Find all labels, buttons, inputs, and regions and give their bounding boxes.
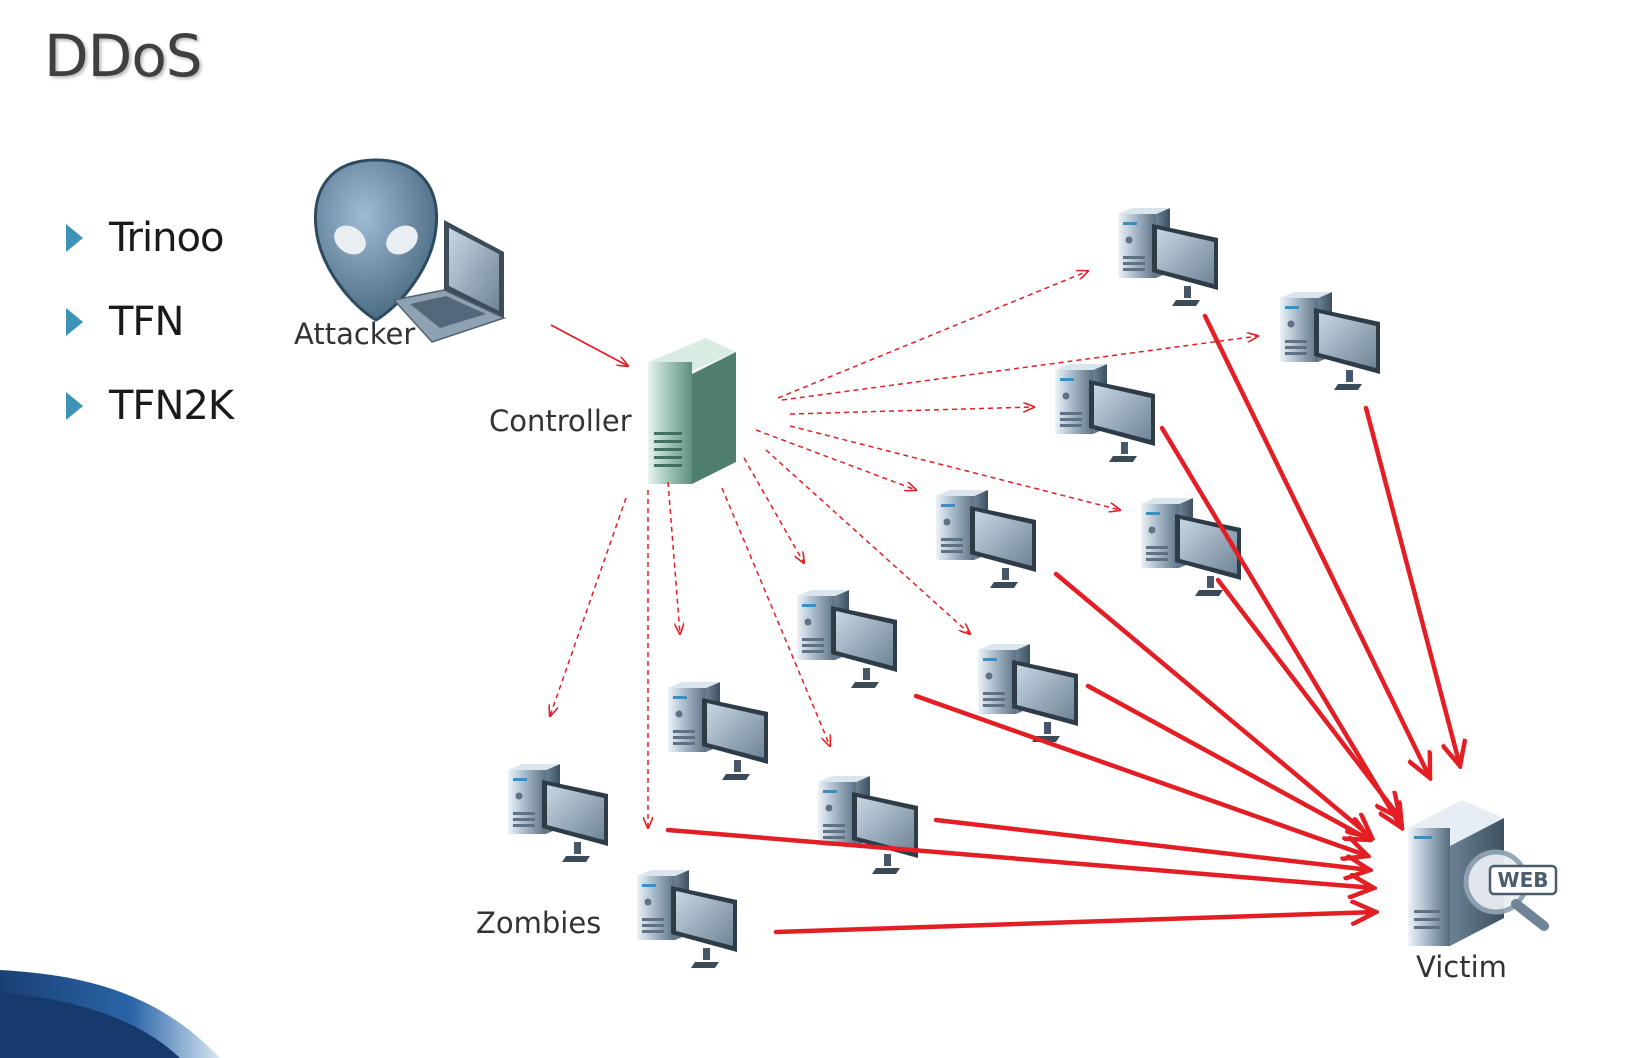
zombie-computer-icon bbox=[818, 776, 918, 874]
attack-arrow bbox=[665, 827, 1374, 888]
controller-label: Controller bbox=[489, 404, 632, 438]
command-arrow bbox=[777, 271, 1088, 399]
web-badge-label: WEB bbox=[1498, 868, 1549, 892]
triangle-bullet-icon bbox=[66, 224, 83, 252]
attacker-laptop-icon bbox=[392, 220, 507, 343]
command-arrow bbox=[721, 487, 830, 746]
footer-swoosh-shadow bbox=[0, 992, 180, 1058]
attack-arrow bbox=[933, 817, 1370, 870]
command-arrow bbox=[789, 425, 1120, 510]
slide-title: DDoS bbox=[44, 22, 203, 90]
attack-arrow bbox=[1202, 313, 1430, 778]
attack-arrow bbox=[773, 912, 1376, 935]
zombie-computer-icon bbox=[637, 870, 737, 968]
command-arrow bbox=[743, 457, 804, 563]
attack-arrow bbox=[1215, 577, 1400, 818]
attack-arrow bbox=[913, 693, 1368, 856]
victim-label: Victim bbox=[1416, 950, 1507, 984]
bullet-item: TFN2K bbox=[66, 364, 234, 448]
zombie-computer-icon bbox=[668, 682, 768, 780]
command-arrow bbox=[781, 336, 1258, 401]
zombie-computer-icon bbox=[1280, 292, 1380, 390]
zombie-computer-icon bbox=[1118, 208, 1218, 306]
bullet-text: TFN2K bbox=[109, 383, 234, 429]
zombie-computer-icon bbox=[1055, 364, 1155, 462]
command-arrow bbox=[755, 429, 916, 490]
command-arrow bbox=[789, 407, 1034, 415]
victim-web-server-icon bbox=[1408, 800, 1558, 946]
attack-arrow bbox=[1363, 405, 1460, 766]
attacker-to-controller-arrow bbox=[550, 324, 628, 366]
zombie-computer-icon bbox=[508, 764, 608, 862]
attack-arrow bbox=[1159, 425, 1402, 828]
triangle-bullet-icon bbox=[66, 392, 83, 420]
command-arrows bbox=[550, 271, 1258, 828]
bullet-text: Trinoo bbox=[109, 215, 224, 261]
attack-arrow bbox=[1085, 683, 1370, 840]
zombie-computer-icon bbox=[978, 644, 1078, 742]
zombie-computer-icon bbox=[936, 490, 1036, 588]
bullet-text: TFN bbox=[109, 299, 184, 345]
bullet-list: Trinoo TFN TFN2K bbox=[66, 196, 234, 448]
command-arrow bbox=[667, 481, 680, 634]
command-arrow bbox=[550, 497, 627, 716]
triangle-bullet-icon bbox=[66, 308, 83, 336]
attack-arrows bbox=[665, 313, 1460, 935]
attack-arrow bbox=[1053, 571, 1372, 838]
bullet-item: Trinoo bbox=[66, 196, 233, 280]
bullet-item: TFN bbox=[66, 280, 233, 364]
attacker-alien-icon bbox=[313, 158, 439, 322]
command-arrow bbox=[765, 449, 970, 634]
attacker-label: Attacker bbox=[294, 317, 415, 351]
zombie-computer-icon bbox=[797, 590, 897, 688]
controller-server-icon bbox=[648, 338, 736, 484]
zombie-computer-icon bbox=[1141, 498, 1241, 596]
zombies-label: Zombies bbox=[476, 906, 601, 940]
